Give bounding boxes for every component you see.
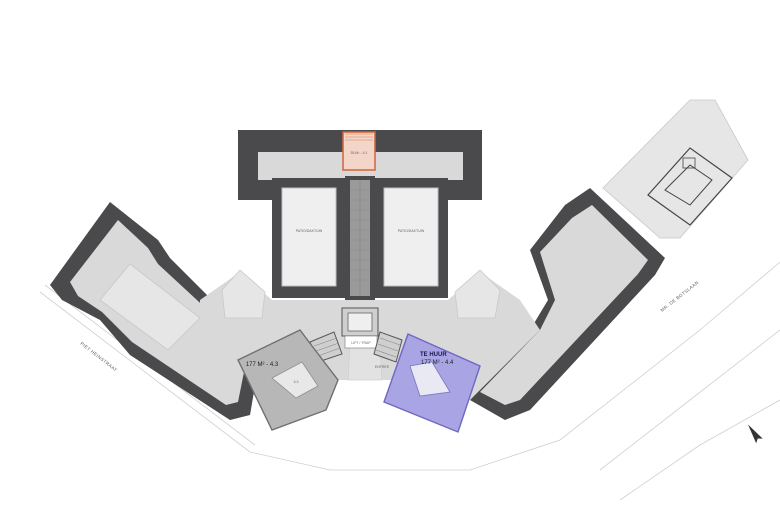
unit-4-4-area: 177 M² - 4.4 (421, 360, 454, 366)
street-right-label: MR. DE BOTSLAAN (660, 280, 700, 313)
unit-4-4-status: TE HUUR (420, 352, 447, 358)
unit-4-3[interactable]: 177 M² - 4.3 4.3 (237, 329, 339, 431)
court-right-label: PATIO/DAKTUIN (398, 229, 425, 233)
left-wing (50, 202, 262, 420)
neighbour-building (602, 99, 749, 239)
central-stair (350, 180, 370, 296)
top-block: PATIO/DAKTUIN PATIO/DAKTUIN 35 M² - 4.1 (238, 130, 482, 300)
unit-4-4[interactable]: TE HUUR 177 M² - 4.4 (383, 333, 481, 433)
unit-4-3-area: 177 M² - 4.3 (246, 362, 279, 368)
unit-4-3-room: 4.3 (294, 380, 299, 384)
lobby-label: ENTREE (375, 365, 390, 369)
court-left-label: PATIO/DAKTUIN (296, 229, 323, 233)
unit-4-1-label: 35 M² - 4.1 (351, 151, 368, 155)
site-lines (39, 261, 780, 501)
street-left-label: PIET HEINSTRAAT (79, 341, 118, 373)
unit-4-1[interactable] (342, 131, 376, 171)
right-wing (470, 188, 665, 420)
core-label: LIFT / TRAP (351, 341, 371, 345)
north-arrow-icon (747, 424, 763, 444)
